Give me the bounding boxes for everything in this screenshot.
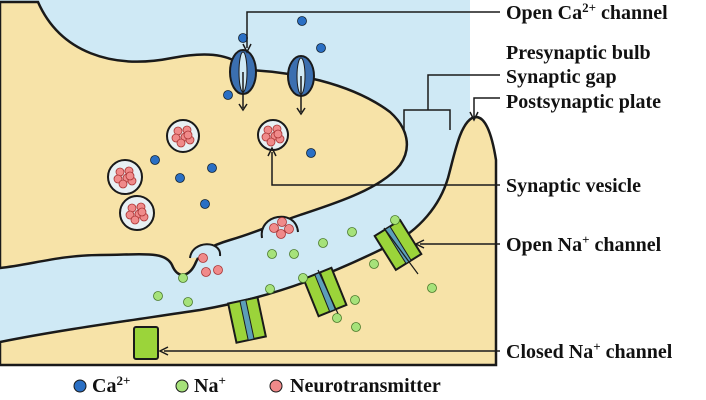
ca-ion <box>150 155 160 165</box>
ca-ion <box>238 33 248 43</box>
label-synaptic-vesicle: Synaptic vesicle <box>506 175 641 197</box>
label-open-ca-channel: Open Ca2+ channel <box>506 0 668 24</box>
neurotransmitter-molecule <box>201 267 211 277</box>
na-ion <box>369 259 379 269</box>
neurotransmitter-molecule <box>277 217 287 227</box>
ca-ion <box>297 16 307 26</box>
ca-ion <box>306 148 316 158</box>
neurotransmitter-molecule <box>284 224 294 234</box>
na-ion <box>265 284 275 294</box>
ca-ion <box>175 173 185 183</box>
ca-ion <box>200 199 210 209</box>
closed-na-channel <box>133 326 159 360</box>
neurotransmitter-molecule <box>276 229 286 239</box>
open-na-channel <box>226 296 268 344</box>
open-ca-channel <box>229 49 257 112</box>
na-ion <box>318 238 328 248</box>
na-ion <box>347 227 357 237</box>
synaptic-vesicle <box>166 119 200 153</box>
label-postsynaptic-plate: Postsynaptic plate <box>506 91 661 113</box>
na-ion <box>332 313 342 323</box>
legend-na-swatch <box>175 379 189 393</box>
legend-ca-swatch <box>73 379 87 393</box>
na-ion <box>350 295 360 305</box>
legend: Ca2+ Na+ Neurotransmitter <box>73 373 441 397</box>
fusing-vesicle <box>189 243 222 259</box>
neurotransmitter-molecule <box>213 265 223 275</box>
presynaptic-bulb <box>0 0 408 276</box>
na-flow-arrow <box>317 269 341 319</box>
synaptic-vesicle <box>107 159 143 195</box>
na-ion <box>289 249 299 259</box>
na-ion <box>427 283 437 293</box>
na-ion <box>153 291 163 301</box>
na-ion <box>351 322 361 332</box>
label-synaptic-gap: Synaptic gap <box>506 66 617 88</box>
na-ion <box>267 249 277 259</box>
label-open-na-channel: Open Na+ channel <box>506 232 662 256</box>
ca-ion <box>316 43 326 53</box>
synaptic-vesicle <box>257 119 289 151</box>
synaptic-vesicle <box>119 195 155 231</box>
ca-ion <box>223 90 233 100</box>
legend-neurotransmitter-label: Neurotransmitter <box>290 375 441 397</box>
na-ion <box>178 273 188 283</box>
na-ion <box>298 273 308 283</box>
label-presynaptic-bulb: Presynaptic bulb <box>506 42 651 64</box>
legend-na-label: Na+ <box>194 373 226 397</box>
legend-neurotransmitter-swatch <box>269 379 283 393</box>
open-na-channel <box>302 266 348 318</box>
open-ca-channel <box>287 55 315 116</box>
neurotransmitter-molecule <box>269 223 279 233</box>
na-ion <box>390 215 400 225</box>
na-flow-arrow <box>383 227 419 275</box>
ca-ion <box>207 163 217 173</box>
legend-ca-label: Ca2+ <box>92 373 130 397</box>
label-closed-na-channel: Closed Na+ channel <box>506 339 673 363</box>
na-ion <box>183 297 193 307</box>
neurotransmitter-molecule <box>198 253 208 263</box>
label-leaders <box>158 11 500 356</box>
